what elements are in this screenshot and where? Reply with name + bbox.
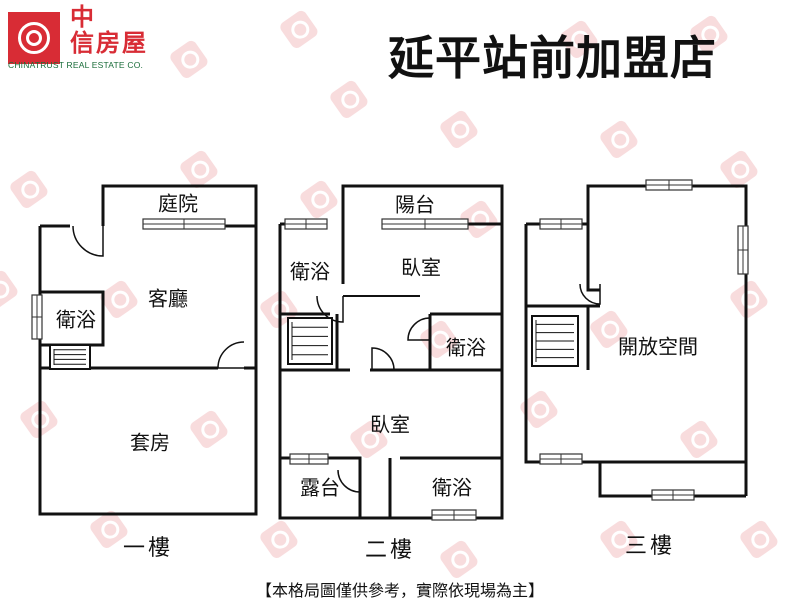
- room-label-open-space: 開放空間: [618, 334, 698, 359]
- room-label-living-room: 客廳: [148, 286, 188, 311]
- door-swing: [316, 295, 344, 323]
- room-label-terrace: 露台: [300, 475, 340, 500]
- disclaimer-note: 【本格局圖僅供參考，實際依現場為主】: [255, 581, 544, 600]
- brand-logo-wordmark: 中 信房屋: [70, 4, 148, 56]
- door-swing: [407, 317, 431, 341]
- wall-segment: [341, 184, 504, 224]
- room-label-bathroom-2f-b: 衛浴: [446, 335, 486, 360]
- brand-logo-line1: 中: [70, 3, 94, 31]
- room-label-bathroom-1f: 衛浴: [56, 307, 96, 332]
- room-label-courtyard: 庭院: [158, 191, 198, 216]
- wall-segment: [586, 224, 600, 292]
- wall-segment: [278, 222, 504, 520]
- room-label-bedroom-2f-a: 臥室: [401, 255, 441, 280]
- room-label-balcony: 陽台: [395, 192, 435, 217]
- store-title: 延平站前加盟店: [388, 31, 717, 85]
- room-label-bathroom-2f-c: 衛浴: [432, 475, 472, 500]
- floor-label-2f: 二樓: [364, 538, 416, 563]
- wall-segment: [38, 224, 258, 516]
- stairs: [287, 317, 333, 365]
- room-label-suite: 套房: [130, 430, 170, 455]
- door-swing: [371, 347, 395, 371]
- brand-logo-line2: 信房屋: [70, 29, 148, 57]
- door-swing: [72, 225, 104, 257]
- room-label-bedroom-2f-b: 臥室: [370, 412, 410, 437]
- door-swing: [337, 469, 361, 493]
- floor-label-1f: 一樓: [122, 536, 174, 561]
- door-swing: [217, 341, 245, 369]
- door-swing: [579, 283, 601, 305]
- room-label-bathroom-2f-a: 衛浴: [290, 259, 330, 284]
- brand-logo-mark: [8, 12, 60, 64]
- stairs: [49, 344, 91, 370]
- floor-label-3f: 三樓: [624, 534, 676, 559]
- brand-english-name: CHINATRUST REAL ESTATE CO.: [8, 60, 144, 70]
- wall-segment: [101, 184, 258, 226]
